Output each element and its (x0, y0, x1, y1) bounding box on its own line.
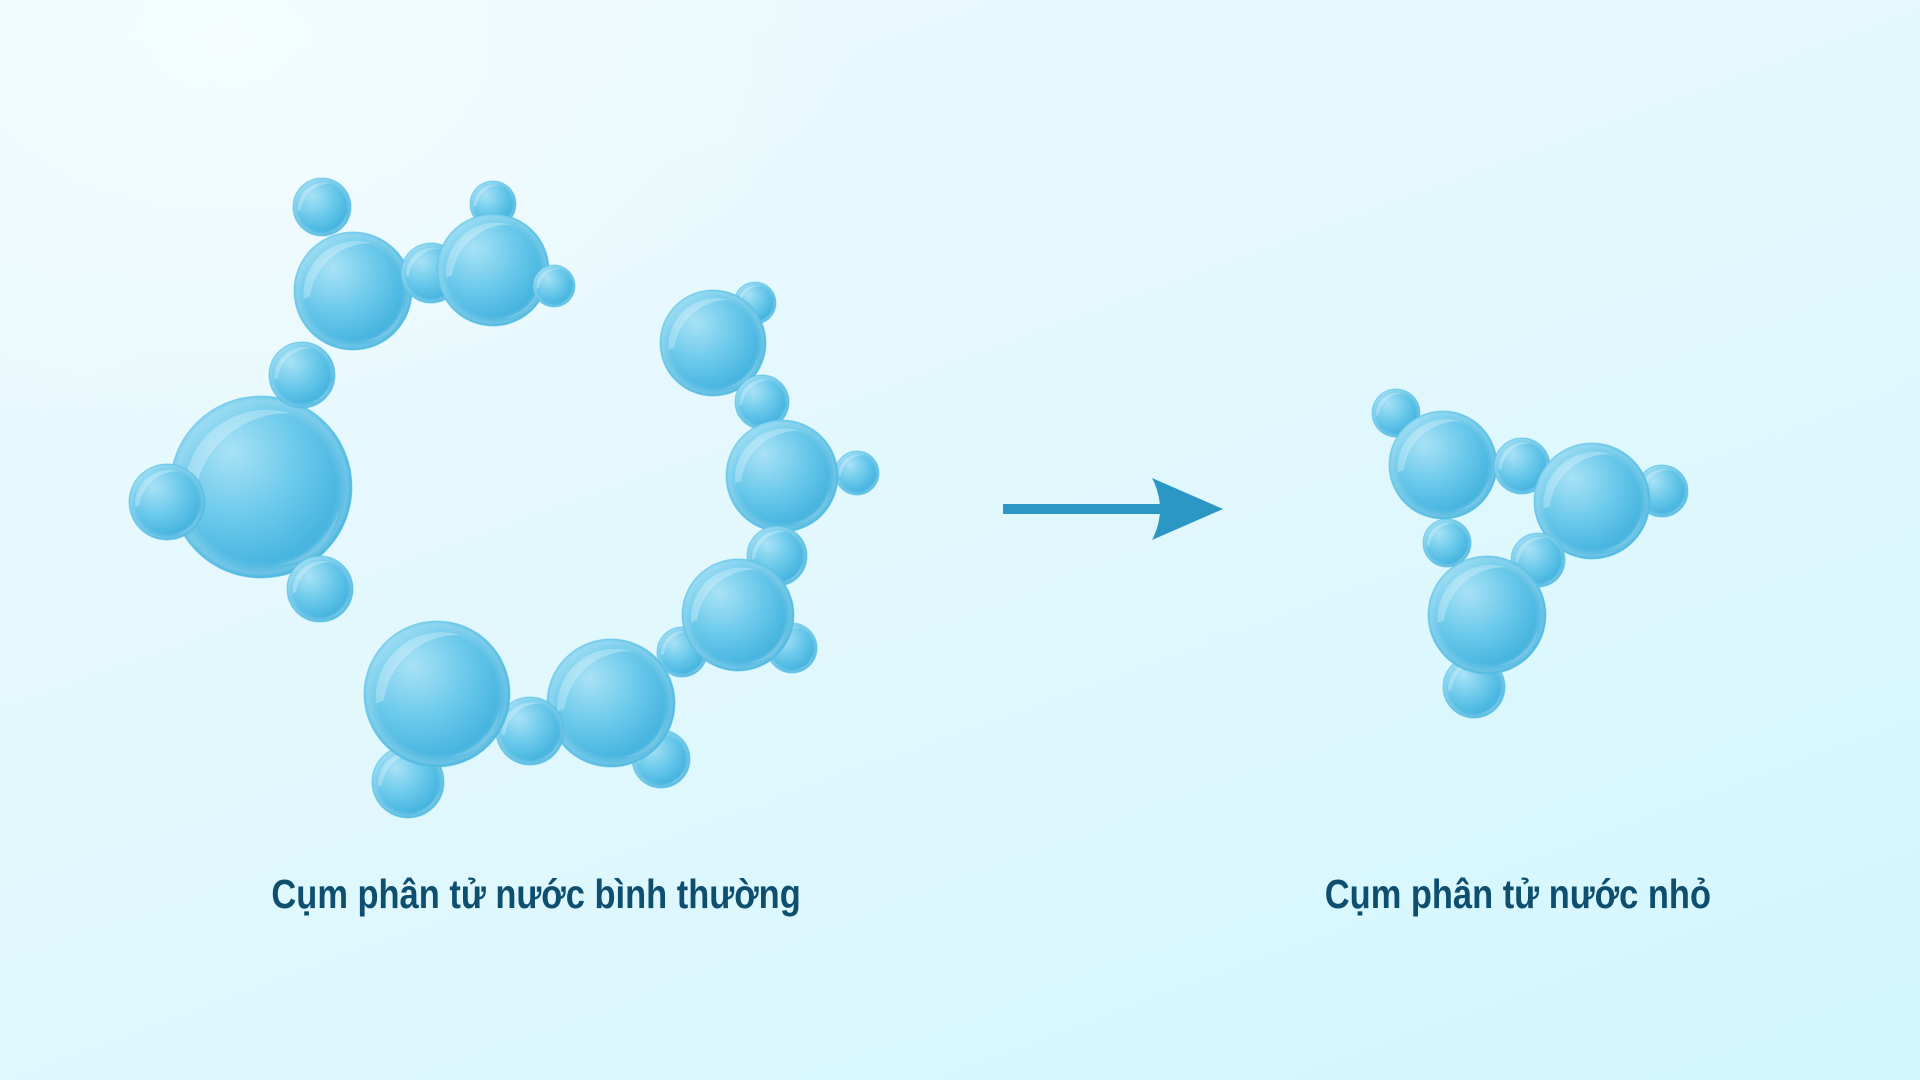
water-molecule-bubble (495, 696, 565, 766)
water-molecule-bubble (532, 264, 576, 308)
water-molecule-bubble (292, 177, 352, 237)
arrow-shaft (1003, 504, 1165, 514)
water-molecule-bubble (1388, 410, 1498, 520)
normal-cluster-label-container: Cụm phân tử nước bình thường (236, 866, 836, 922)
water-molecule-bubble (659, 289, 767, 397)
normal-water-cluster (128, 177, 880, 819)
water-molecule-bubble (734, 374, 790, 430)
water-molecule-bubble (169, 395, 353, 579)
water-molecule-bubble (268, 341, 336, 409)
arrow-head (1152, 478, 1223, 540)
water-molecule-bubble (128, 463, 206, 541)
small-cluster-label: Cụm phân tử nước nhỏ (1324, 870, 1712, 917)
water-molecule-bubble (286, 555, 354, 623)
water-molecule-bubble (1427, 555, 1547, 675)
water-molecule-bubble (725, 419, 839, 533)
water-molecule-bubble (1422, 518, 1472, 568)
normal-cluster-label: Cụm phân tử nước bình thường (271, 870, 801, 917)
small-water-cluster (1371, 388, 1689, 719)
water-molecule-bubble (1533, 442, 1651, 560)
water-molecule-bubble (681, 558, 795, 672)
water-molecule-bubble (436, 213, 550, 327)
water-molecule-bubble (363, 620, 511, 768)
water-molecule-bubble (546, 638, 676, 768)
arrow-right-icon (1003, 478, 1223, 540)
water-molecule-bubble (1493, 437, 1551, 495)
water-molecule-bubble (834, 450, 880, 496)
small-cluster-label-container: Cụm phân tử nước nhỏ (1268, 866, 1768, 922)
water-molecule-bubble (293, 231, 413, 351)
